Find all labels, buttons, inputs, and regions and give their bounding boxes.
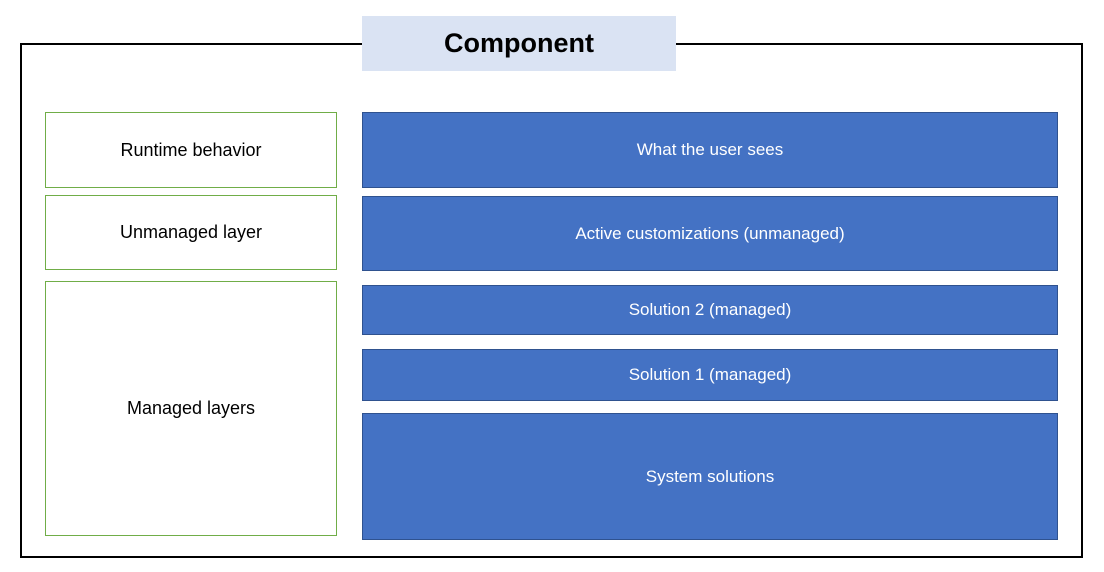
layer-solution-1-managed: Solution 1 (managed) — [362, 349, 1058, 401]
component-title-box: Component — [362, 16, 676, 71]
layer-active-customizations: Active customizations (unmanaged) — [362, 196, 1058, 271]
label-unmanaged-layer: Unmanaged layer — [119, 222, 263, 242]
layer-label-active-customizations: Active customizations (unmanaged) — [575, 223, 845, 243]
layer-label-what-the-user-sees: What the user sees — [636, 140, 784, 159]
layer-what-the-user-sees: What the user sees — [362, 112, 1058, 188]
label-runtime-behavior: Runtime behavior — [120, 139, 262, 160]
label-box-managed-layers: Managed layers — [45, 281, 337, 536]
label-box-unmanaged-layer: Unmanaged layer — [45, 195, 337, 270]
layer-system-solutions: System solutions — [362, 413, 1058, 540]
label-box-runtime-behavior: Runtime behavior — [45, 112, 337, 188]
layer-label-solution-2-managed: Solution 2 (managed) — [628, 300, 792, 319]
label-managed-layers: Managed layers — [126, 398, 256, 418]
layer-solution-2-managed: Solution 2 (managed) — [362, 285, 1058, 335]
diagram-title: Component — [444, 28, 594, 58]
layer-label-system-solutions: System solutions — [645, 466, 775, 486]
layer-label-solution-1-managed: Solution 1 (managed) — [628, 365, 792, 384]
